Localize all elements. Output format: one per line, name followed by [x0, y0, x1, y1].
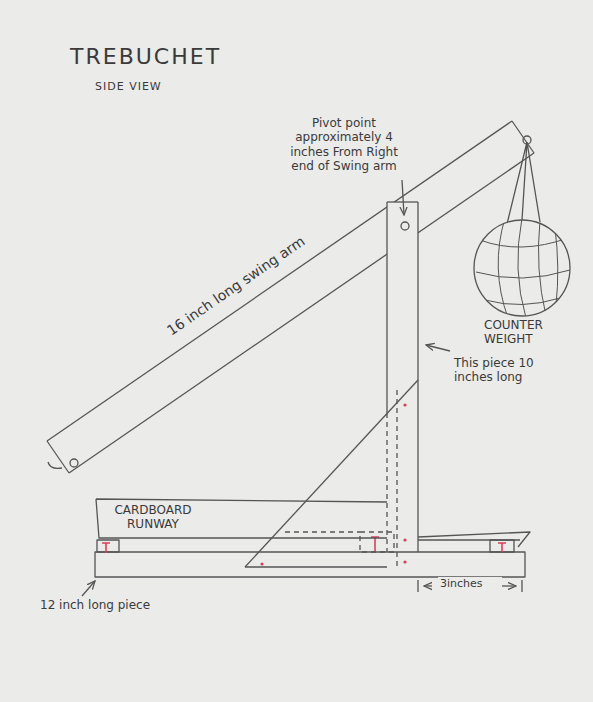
label: This piece 10 inches long — [454, 356, 564, 385]
swing-arm — [47, 121, 534, 473]
base-board — [95, 552, 525, 577]
pivot-note: Pivot point approximately 4 inches From … — [282, 116, 406, 174]
runway-label: CARDBOARD RUNWAY — [103, 496, 203, 536]
triangle-brace — [245, 380, 418, 567]
label: SIDE VIEW — [95, 80, 185, 93]
counter-weight-ball — [474, 142, 570, 318]
screws — [102, 403, 506, 565]
upright-post — [387, 202, 418, 552]
label: 3inches — [438, 577, 502, 590]
label: 12 inch long piece — [40, 598, 180, 612]
runway-box: CARDBOARD RUNWAY — [95, 496, 388, 540]
title: TREBUCHET — [70, 44, 221, 70]
label: COUNTER WEIGHT — [484, 318, 552, 347]
